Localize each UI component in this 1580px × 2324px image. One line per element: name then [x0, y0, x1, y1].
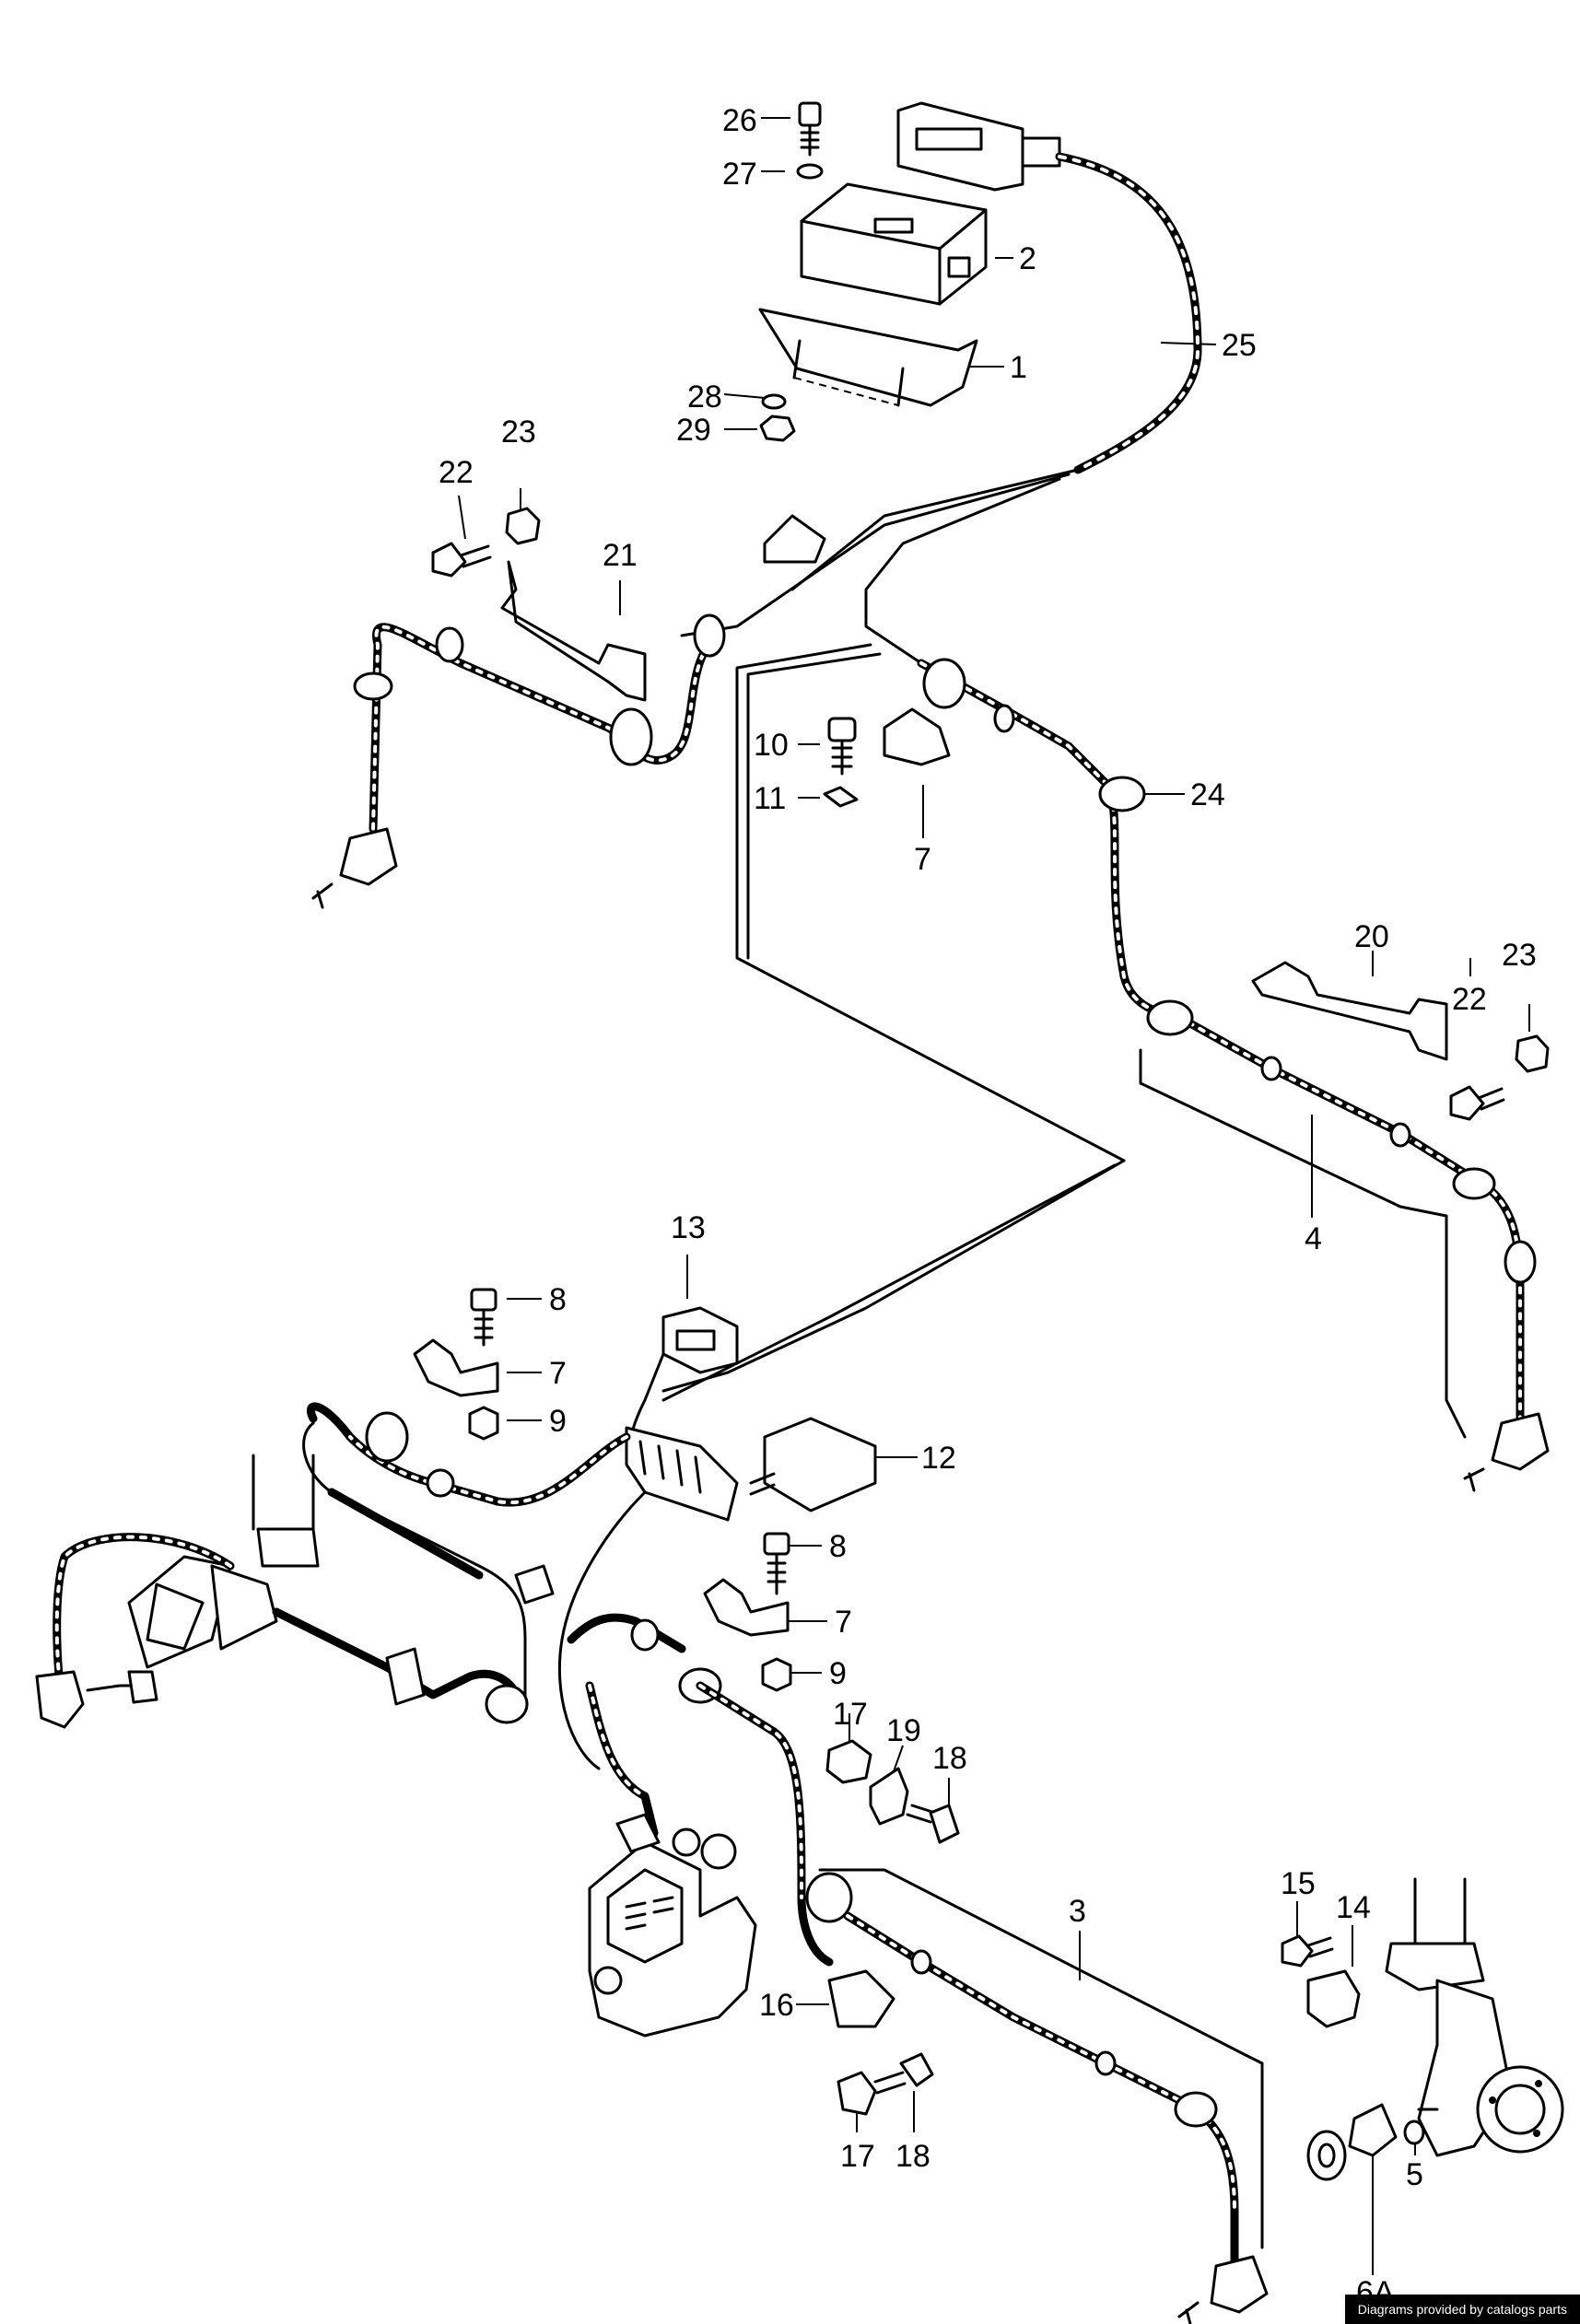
- callout-21: 21: [603, 538, 638, 573]
- callout-29: 29: [676, 413, 711, 448]
- callout-22-upper-left: 22: [439, 455, 474, 490]
- callout-24: 24: [1190, 777, 1225, 812]
- callout-17-lower: 17: [840, 2139, 875, 2174]
- callout-15: 15: [1281, 1866, 1316, 1901]
- callout-7-lower: 7: [835, 1605, 852, 1640]
- callout-16: 16: [759, 1988, 794, 2023]
- callout-2: 2: [1019, 241, 1036, 276]
- credit-banner: Diagrams provided by catalogs parts: [1344, 2295, 1580, 2324]
- callout-10: 10: [754, 728, 789, 763]
- callout-7-middle: 7: [549, 1356, 567, 1391]
- callout-1: 1: [1010, 350, 1027, 385]
- callout-3: 3: [1069, 1894, 1086, 1929]
- front-right-hub-assembly: [1281, 1877, 1564, 2181]
- harness-cable-25: [680, 152, 1202, 665]
- routing-lines: [661, 643, 1126, 1402]
- callout-26: 26: [722, 103, 757, 138]
- callout-11: 11: [754, 781, 786, 816]
- callout-8-upper: 8: [549, 1282, 567, 1317]
- callout-14: 14: [1336, 1890, 1371, 1925]
- callout-23-right: 23: [1502, 938, 1537, 973]
- callout-4: 4: [1305, 1221, 1322, 1256]
- callout-25: 25: [1222, 328, 1257, 363]
- callout-9-upper: 9: [549, 1404, 567, 1439]
- callout-22-right: 22: [1452, 982, 1487, 1017]
- callout-9-lower: 9: [829, 1656, 847, 1691]
- left-front-sensor-assembly: [35, 1402, 631, 1729]
- callout-5: 5: [1406, 2157, 1423, 2192]
- abs-unit-assembly: [557, 1490, 757, 2038]
- callout-12: 12: [921, 1441, 956, 1476]
- callout-18-upper: 18: [932, 1741, 967, 1776]
- callout-19: 19: [886, 1713, 921, 1748]
- left-rear-sensor-assembly: [311, 507, 726, 909]
- callout-28: 28: [687, 380, 722, 415]
- control-unit-assembly: [758, 101, 1061, 442]
- callout-8-lower: 8: [829, 1529, 847, 1564]
- callout-13: 13: [671, 1210, 706, 1245]
- callout-7-upper: 7: [914, 842, 931, 877]
- callout-18-lower: 18: [895, 2139, 930, 2174]
- callout-23-upper-left: 23: [501, 415, 536, 450]
- callout-20: 20: [1354, 919, 1389, 954]
- clip-7-upper: [763, 514, 951, 808]
- central-components: [413, 1288, 877, 1692]
- callout-17-upper: 17: [833, 1697, 868, 1732]
- callout-labels: 26 27 2 1 28 29 25 22 23 21 10 11 7 24 2…: [439, 103, 1537, 2310]
- callout-27: 27: [722, 157, 757, 192]
- right-rear-sensor-assembly: [917, 658, 1550, 1492]
- front-right-sensor-cable-3: [696, 1681, 1269, 2324]
